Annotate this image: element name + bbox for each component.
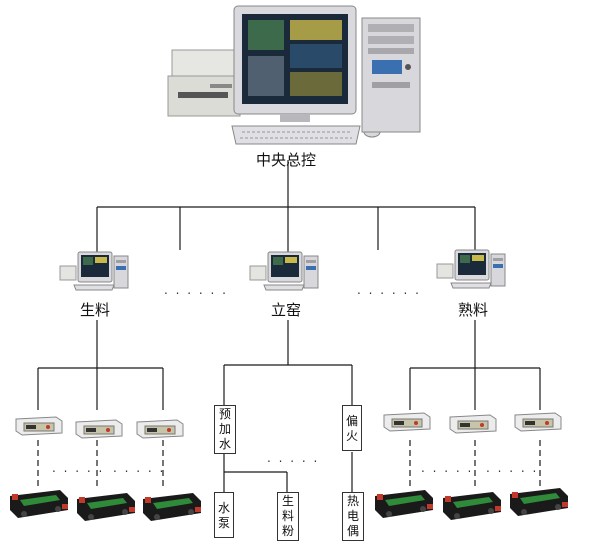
station-pc-shaft-kiln-icon	[249, 251, 319, 291]
field-controller-icon	[383, 412, 431, 432]
belt-scale-icon	[375, 490, 433, 518]
water-pump-char-2: 泵	[217, 516, 230, 530]
field-controller-icon	[15, 416, 63, 436]
field-controller-icon	[514, 412, 562, 432]
pc-tower-icon	[361, 17, 421, 133]
belt-scales	[10, 488, 568, 521]
thermocouple-char-3: 偶	[346, 524, 359, 538]
ellipsis-top-right: . . . . . .	[357, 283, 421, 297]
raw-meal-char-2: 料	[281, 509, 294, 523]
partial-fire-char-1: 偏	[345, 414, 358, 428]
field-controller-icon	[75, 419, 123, 439]
thermocouple-char-2: 电	[346, 509, 359, 523]
ellipsis-top-left: . . . . . .	[164, 283, 228, 297]
field-controller-icon	[136, 419, 184, 439]
pre-water-char-2: 加	[218, 422, 231, 436]
raw-meal-box: 生 料 粉	[277, 492, 299, 541]
water-pump-char-1: 水	[217, 501, 230, 515]
monitor-icon	[233, 5, 357, 122]
belt-scale-icon	[77, 493, 135, 521]
station-pc-clinker-icon	[436, 249, 506, 289]
central-workstation	[167, 5, 421, 145]
partial-fire-box: 偏 火	[342, 405, 362, 451]
ellipsis-clinker-2: . . . . .	[486, 461, 539, 475]
ellipsis-raw-2: . . . . .	[113, 461, 166, 475]
pre-water-char-3: 水	[218, 437, 231, 451]
belt-scale-icon	[443, 492, 501, 520]
ellipsis-raw-1: . . . . .	[52, 461, 105, 475]
partial-fire-char-2: 火	[345, 429, 358, 443]
thermocouple-box: 热 电 偶	[342, 492, 364, 541]
station-pc-raw-material-icon	[59, 251, 129, 291]
thermocouple-char-1: 热	[346, 494, 359, 508]
belt-scale-icon	[143, 493, 201, 521]
printer-icon	[167, 49, 241, 117]
water-pump-box: 水 泵	[214, 492, 234, 538]
raw-meal-char-1: 生	[281, 494, 294, 508]
ellipsis-kiln: . . . . .	[267, 451, 320, 465]
station-label-shaft-kiln: 立窑	[271, 301, 302, 319]
station-label-raw-material: 生料	[80, 301, 111, 319]
station-computers	[59, 249, 506, 291]
central-control-label: 中央总控	[256, 151, 317, 169]
station-label-clinker: 熟料	[458, 301, 489, 319]
pre-water-char-1: 预	[218, 407, 231, 421]
keyboard-icon	[231, 125, 381, 145]
raw-meal-char-3: 粉	[281, 524, 294, 538]
pre-water-box: 预 加 水	[214, 405, 236, 454]
belt-scale-icon	[10, 490, 68, 518]
connection-lines	[37, 160, 541, 492]
belt-scale-icon	[510, 488, 568, 516]
field-controllers	[15, 412, 562, 439]
ellipsis-clinker-1: . . . . .	[421, 461, 474, 475]
field-controller-icon	[449, 414, 497, 434]
